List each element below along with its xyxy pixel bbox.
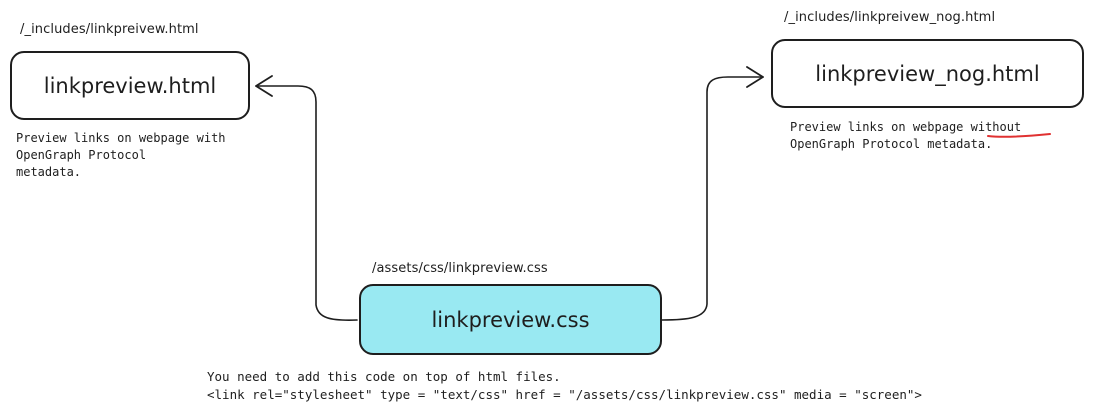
linkpreview-nog-description-line2: OpenGraph Protocol metadata. xyxy=(790,137,993,151)
linkpreview-nog-description-emphasis: without xyxy=(970,120,1022,134)
linkpreview-nog-description-line1: Preview links on webpage without xyxy=(790,119,1021,136)
linkpreview-nog-path-label: /_includes/linkpreivew_nog.html xyxy=(784,10,996,25)
arrowhead-left-icon xyxy=(255,75,273,97)
usage-note-line1: You need to add this code on top of html… xyxy=(207,369,561,384)
linkpreview-nog-html-title: linkpreview_nog.html xyxy=(815,61,1040,86)
emphasis-underline xyxy=(987,133,1051,138)
linkpreview-description: Preview links on webpage with OpenGraph … xyxy=(16,131,226,179)
linkpreview-html-title: linkpreview.html xyxy=(43,73,217,98)
usage-note-code: <link rel="stylesheet" type = "text/css"… xyxy=(207,387,922,402)
linkpreview-css-path-label: /assets/css/linkpreview.css xyxy=(372,261,548,276)
linkpreview-nog-description: Preview links on webpage without OpenGra… xyxy=(790,119,1021,153)
connector-css-to-linkpreview-nog xyxy=(661,76,764,321)
linkpreview-css-node[interactable]: linkpreview.css xyxy=(359,284,662,355)
linkpreview-nog-html-node[interactable]: linkpreview_nog.html xyxy=(771,39,1084,108)
linkpreview-css-title: linkpreview.css xyxy=(431,307,590,332)
arrowhead-right-icon xyxy=(746,66,764,88)
connector-css-to-linkpreview xyxy=(255,85,358,321)
linkpreview-nog-description-before: Preview links on webpage xyxy=(790,120,971,134)
linkpreview-html-node[interactable]: linkpreview.html xyxy=(10,51,250,120)
usage-note: You need to add this code on top of html… xyxy=(207,368,922,404)
linkpreview-path-label: /_includes/linkpreivew.html xyxy=(20,22,199,37)
